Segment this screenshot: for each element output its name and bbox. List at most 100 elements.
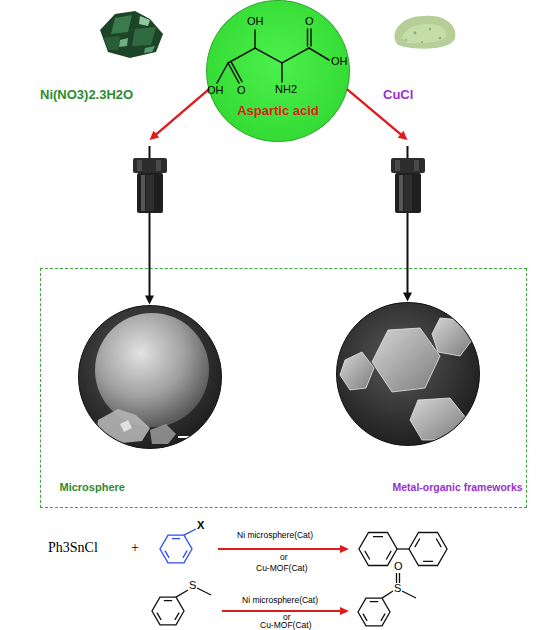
catalyst-label: Ni microsphere(Cat) bbox=[242, 596, 318, 605]
powder-photo bbox=[395, 16, 456, 49]
structure-bonds bbox=[281, 63, 283, 82]
biphenyl bbox=[359, 533, 397, 566]
sem-mof-plates bbox=[340, 352, 374, 390]
sem-mof-plates bbox=[340, 318, 472, 440]
sem-microsphere bbox=[95, 313, 209, 427]
crystal-photo bbox=[100, 11, 163, 58]
sulfoxide bbox=[358, 573, 416, 626]
crystal-photo bbox=[104, 36, 120, 50]
powder-photo bbox=[395, 16, 456, 49]
sem-mof-plates bbox=[432, 318, 472, 356]
atom-label: OH bbox=[247, 16, 264, 27]
structure-bonds bbox=[217, 29, 329, 83]
catalyst-label: or bbox=[280, 553, 288, 562]
catalyst-label: Cu-MOF(Cat) bbox=[260, 621, 311, 630]
biphenyl bbox=[397, 548, 409, 549]
atom-label: O bbox=[237, 85, 246, 96]
crystal-photo bbox=[100, 11, 163, 58]
atom-label: OH bbox=[207, 85, 224, 96]
sem-microsphere bbox=[95, 313, 209, 444]
sem-mof-plates bbox=[410, 398, 466, 440]
sem-microsphere bbox=[150, 424, 176, 444]
benzene-ring bbox=[184, 529, 196, 535]
arrow-line bbox=[156, 90, 209, 135]
reagent-circle: Aspartic acid bbox=[206, 0, 350, 142]
structure-bonds bbox=[228, 48, 309, 63]
biphenyl bbox=[359, 533, 447, 566]
powder-photo bbox=[405, 39, 407, 41]
structure-bonds bbox=[217, 63, 228, 83]
sulfoxide bbox=[382, 591, 393, 598]
autoclave bbox=[414, 160, 419, 171]
autoclave bbox=[156, 160, 161, 171]
biphenyl bbox=[409, 533, 447, 566]
autoclave bbox=[391, 158, 425, 213]
sem-mof-plates bbox=[372, 328, 440, 392]
product-name: Metal-organic frameworks bbox=[393, 482, 523, 493]
arrow-head bbox=[403, 293, 412, 302]
thioanisole bbox=[197, 588, 211, 595]
autoclave bbox=[146, 175, 154, 211]
arrow-head bbox=[145, 296, 154, 305]
structure-bonds bbox=[310, 29, 312, 46]
thioanisole bbox=[152, 588, 211, 625]
powder-photo bbox=[429, 28, 431, 30]
structure-bonds bbox=[307, 29, 309, 46]
crystal-photo bbox=[111, 15, 132, 34]
powder-photo bbox=[439, 37, 442, 40]
reagent-name: Aspartic acid bbox=[207, 104, 349, 117]
catalyst-label: Ni microsphere(Cat) bbox=[237, 531, 313, 540]
powder-photo bbox=[414, 32, 417, 35]
atom-label: OH bbox=[331, 56, 348, 67]
benzene-ring bbox=[160, 535, 192, 563]
structure-bonds bbox=[254, 30, 256, 48]
atom-label: S bbox=[189, 580, 196, 591]
atom-label: X bbox=[197, 520, 204, 531]
thioanisole bbox=[152, 597, 184, 625]
crystal-photo bbox=[144, 46, 155, 53]
sulfoxide bbox=[399, 573, 400, 583]
autoclave bbox=[395, 160, 400, 171]
autoclave bbox=[133, 158, 167, 213]
benzene-ring bbox=[160, 529, 196, 563]
autoclave bbox=[133, 158, 167, 173]
autoclave bbox=[137, 173, 163, 213]
reaction-arrow bbox=[218, 545, 349, 553]
crystal-photo bbox=[119, 38, 128, 47]
catalyst-label: Cu-MOF(Cat) bbox=[256, 564, 307, 573]
arrow-head bbox=[398, 131, 408, 140]
sulfoxide bbox=[358, 598, 390, 626]
powder-photo bbox=[421, 41, 423, 43]
synthesis-arrow bbox=[348, 90, 412, 302]
autoclave bbox=[399, 175, 403, 211]
sem-microsphere bbox=[178, 436, 198, 438]
arrow-head bbox=[150, 131, 160, 140]
product-name: Microsphere bbox=[60, 482, 125, 493]
atom-label: O bbox=[305, 16, 314, 27]
precursor-name: CuCl bbox=[383, 88, 413, 101]
powder-photo bbox=[402, 24, 446, 43]
autoclave bbox=[141, 175, 145, 211]
thioanisole bbox=[176, 590, 188, 597]
plus-sign: + bbox=[131, 541, 139, 555]
sulfoxide bbox=[396, 573, 397, 583]
atom-label: O bbox=[394, 561, 403, 572]
autoclave bbox=[137, 160, 142, 171]
autoclave bbox=[395, 173, 421, 213]
sem-microsphere bbox=[96, 409, 150, 444]
atom-label: S bbox=[394, 583, 401, 594]
sem-microsphere bbox=[120, 420, 132, 432]
autoclave bbox=[404, 175, 412, 211]
crystal-photo bbox=[132, 27, 156, 46]
reagent-formula: Ph3SnCl bbox=[48, 541, 98, 555]
reaction-arrow bbox=[222, 610, 341, 612]
reaction-arrow bbox=[218, 548, 341, 550]
reaction-arrow bbox=[340, 545, 349, 553]
autoclave bbox=[391, 158, 425, 173]
structure-bonds bbox=[309, 48, 329, 60]
sulfoxide bbox=[402, 591, 416, 598]
reaction-arrow bbox=[340, 607, 349, 615]
atom-label: NH2 bbox=[275, 84, 297, 95]
